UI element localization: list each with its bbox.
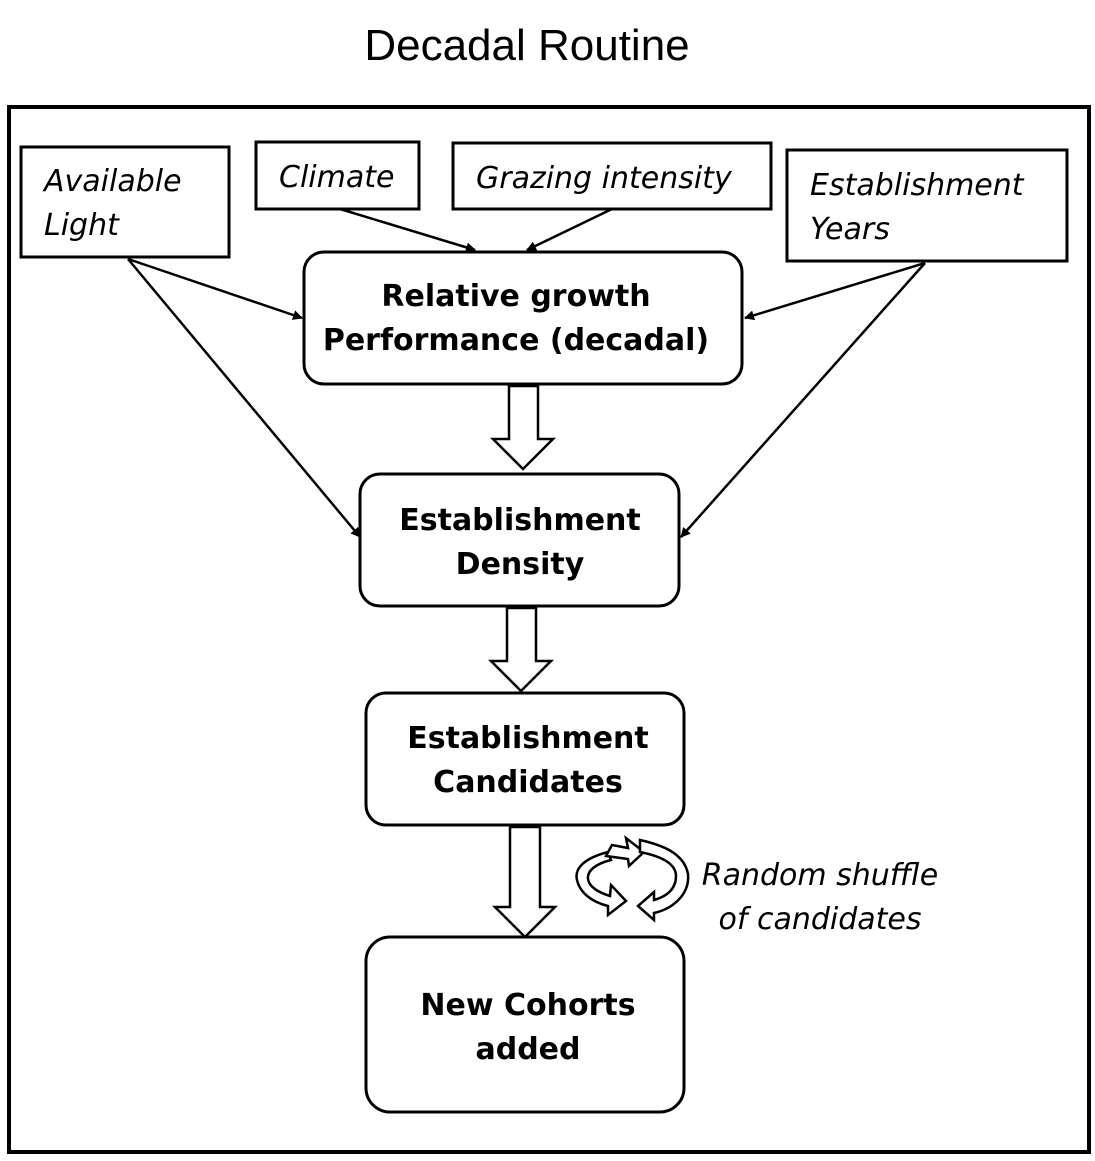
block-arrow-candidates-to-cohorts (491, 825, 559, 939)
process-establishment-density-line2: Density (456, 547, 585, 582)
input-climate: Climate (254, 140, 421, 211)
input-establishment-years: Establishment Years (785, 148, 1069, 263)
process-establishment-candidates: Establishment Candidates (364, 691, 686, 827)
arrow-climate-to-growth (339, 207, 476, 253)
arrow-light-to-growth (127, 257, 303, 320)
process-relative-growth-line2: Performance (decadal) (323, 323, 709, 358)
process-relative-growth: Relative growth Performance (decadal) (302, 250, 744, 386)
process-establishment-density-line1: Establishment (399, 503, 641, 538)
process-new-cohorts-line1: New Cohorts (420, 988, 635, 1023)
block-arrow-density-to-candidates (487, 606, 555, 693)
process-establishment-candidates-line2: Candidates (433, 765, 623, 800)
process-relative-growth-line1: Relative growth (381, 279, 650, 314)
shuffle-cycle-icon (575, 834, 690, 923)
input-establishment-years-line2: Years (810, 212, 890, 247)
arrow-light-to-density (127, 258, 361, 538)
process-establishment-density: Establishment Density (358, 472, 681, 608)
process-new-cohorts-line2: added (475, 1032, 580, 1067)
process-establishment-candidates-line1: Establishment (407, 721, 649, 756)
arrow-years-to-growth (744, 261, 926, 321)
input-available-light-line1: Available (42, 164, 182, 199)
block-arrow-growth-to-density (489, 384, 557, 471)
arrow-years-to-density (680, 262, 926, 538)
input-climate-label: Climate (279, 160, 394, 195)
diagram-title: Decadal Routine (364, 21, 689, 70)
input-available-light-line2: Light (44, 208, 120, 243)
shuffle-note-line2: of candidates (719, 902, 922, 937)
arrow-grazing-to-growth (526, 207, 613, 252)
input-available-light: Available Light (19, 145, 231, 259)
process-new-cohorts: New Cohorts added (364, 935, 686, 1114)
input-grazing-intensity: Grazing intensity (451, 141, 773, 211)
input-establishment-years-line1: Establishment (810, 168, 1025, 203)
shuffle-note-line1: Random shuffle (702, 858, 939, 893)
outer-frame (7, 105, 1091, 1154)
input-grazing-intensity-label: Grazing intensity (476, 161, 733, 196)
